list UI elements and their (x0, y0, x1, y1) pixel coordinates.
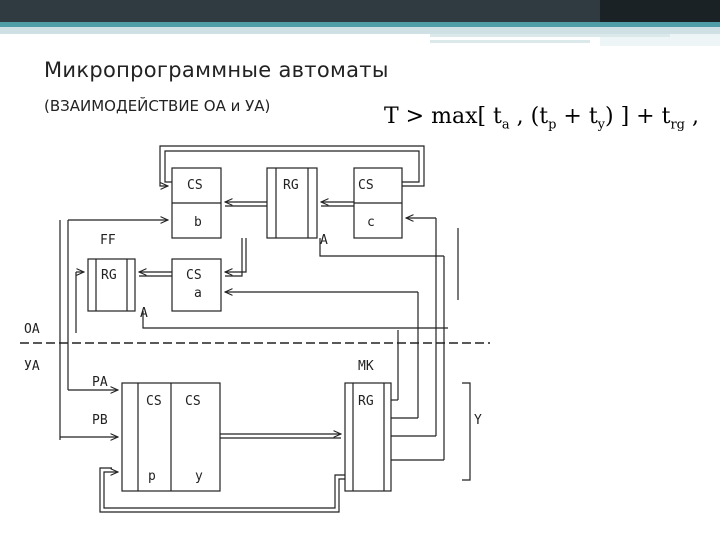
header-accent-stripe (0, 22, 720, 27)
cs-a-label-top: CS (186, 268, 202, 283)
cs-y-label-top: CS (185, 394, 201, 409)
formula-part: , (685, 104, 699, 129)
header-bar (0, 0, 720, 22)
formula-subscript: rg (670, 117, 685, 133)
bottom-feedback-loop-inner (99, 467, 345, 513)
mk-label: МК (358, 359, 374, 374)
decor-block (600, 34, 720, 46)
rg-to-cs-a-arrow (225, 238, 247, 272)
y-bracket (462, 382, 471, 481)
bottom-feedback-loop (103, 472, 345, 509)
cs-p-label-bottom: p (148, 469, 156, 484)
rg-top-box (266, 167, 318, 239)
rg-to-cs-a-arrow-2 (225, 238, 243, 277)
cs-b-label-top: CS (187, 178, 203, 193)
cs-b-label-bottom: b (194, 215, 202, 230)
formula-part: T > max[ t (384, 104, 502, 129)
cs-c-label-bottom: c (367, 215, 375, 230)
a-label-mid: A (140, 306, 148, 321)
rg-label: RG (283, 178, 299, 193)
rg-ff-label: RG (101, 268, 117, 283)
ff-label: FF (100, 233, 116, 248)
cs-y-label-bottom: y (195, 469, 203, 484)
formula-part: + t (556, 104, 598, 129)
slide-subtitle: (ВЗАИМОДЕЙСТВИЕ ОА и УА) (44, 97, 271, 115)
timing-formula: T > max[ ta , (tp + ty) ] + trg , (384, 104, 699, 132)
cs-c-label-top: CS (358, 178, 374, 193)
formula-part: ) ] + t (605, 104, 671, 129)
formula-subscript: p (548, 117, 557, 133)
pa-label: PA (92, 375, 108, 390)
rg-ff-box (87, 258, 136, 312)
a-bus-top (319, 238, 444, 257)
formula-subscript: a (501, 117, 510, 133)
y-label: Y (474, 413, 482, 428)
cs-p-label-top: CS (146, 394, 162, 409)
cs-a-box (171, 258, 222, 312)
formula-part: , (t (509, 104, 549, 129)
decor-line-2 (430, 40, 590, 43)
mk-rg-label: RG (358, 394, 374, 409)
ua-label: УА (24, 359, 40, 374)
top-feedback-loop (159, 145, 425, 186)
formula-subscript: y (597, 117, 606, 133)
slide-title: Микропрограммные автоматы (44, 58, 389, 82)
top-feedback-loop-inner (164, 150, 420, 183)
cs-a-label-bottom: a (194, 286, 202, 301)
decor-line-1 (430, 34, 670, 37)
header-bar-dark-segment (600, 0, 720, 22)
oa-label: ОА (24, 322, 40, 337)
mk-rg-box (344, 382, 392, 492)
header-light-stripe (0, 27, 720, 34)
a-label-top: A (320, 233, 328, 248)
pb-label: PB (92, 413, 108, 428)
a-bus-mid (142, 311, 448, 329)
